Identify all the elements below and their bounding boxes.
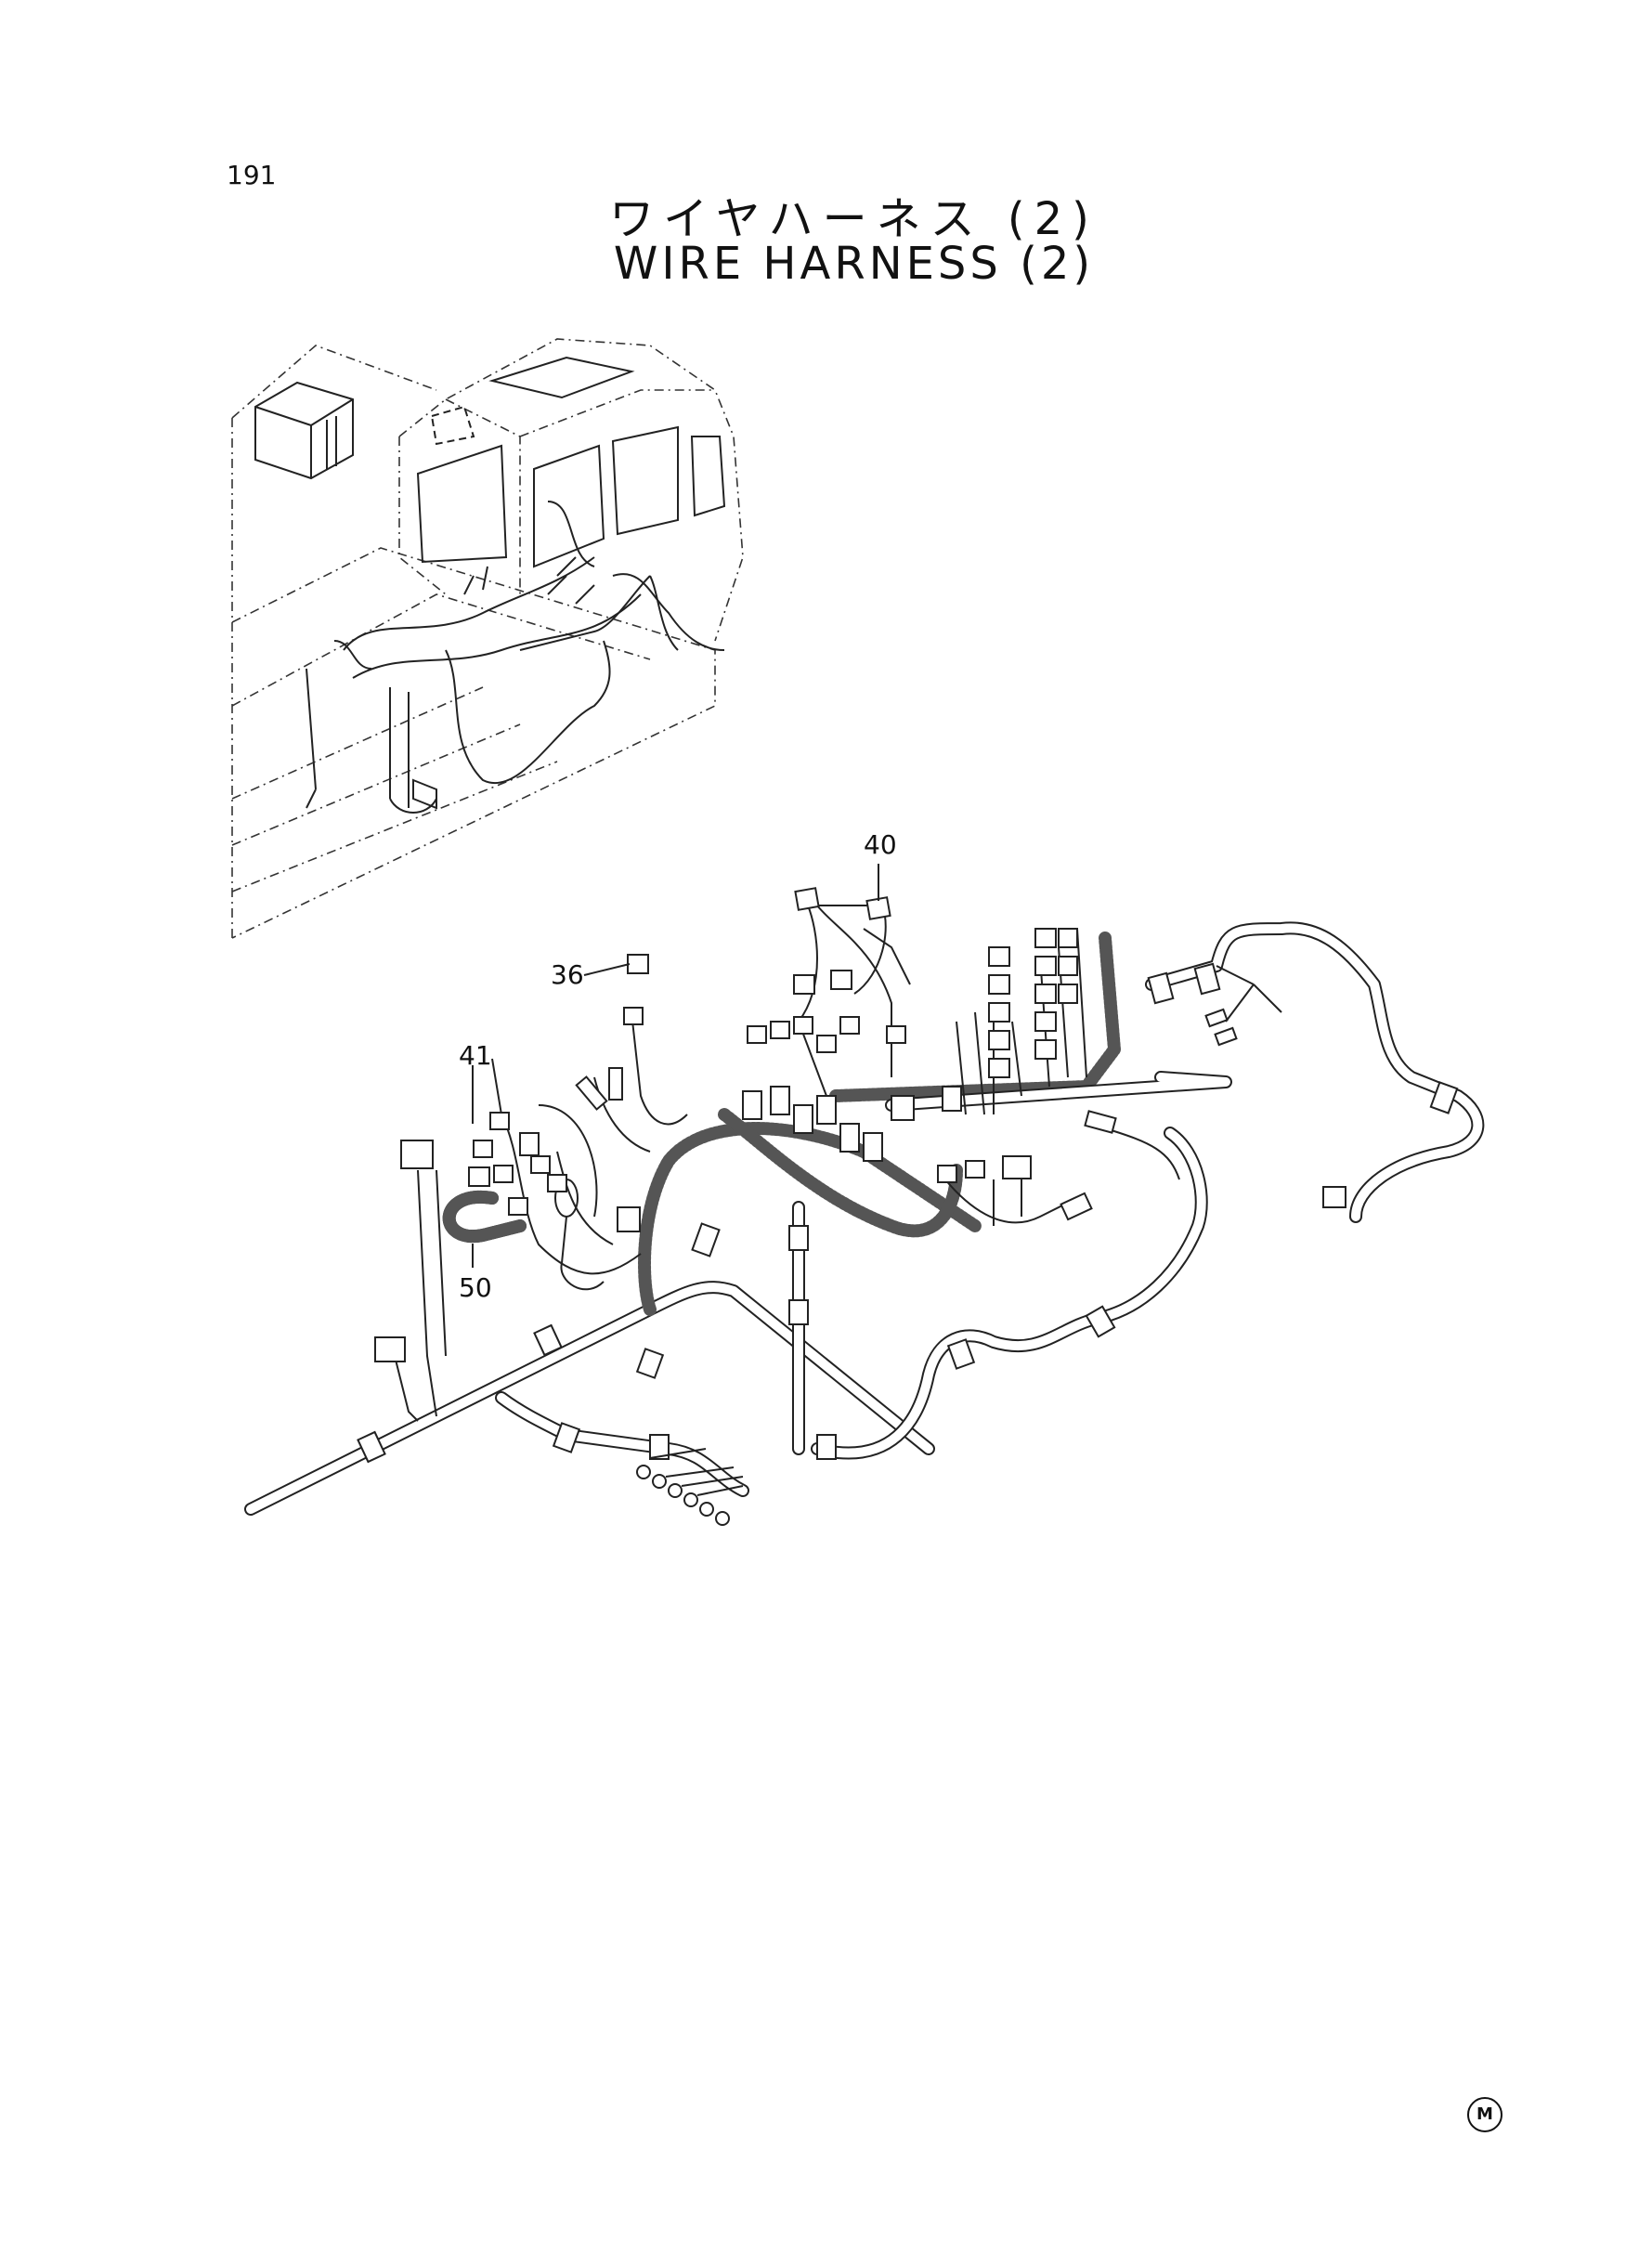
callout-36: 36 (551, 959, 584, 990)
ring-terminals (636, 1448, 744, 1526)
page-number: 191 (227, 160, 277, 190)
main-wire-harness (244, 905, 1485, 1516)
machine-outline (231, 338, 744, 939)
page-title-english: WIRE HARNESS (2) (613, 238, 1095, 290)
callout-50: 50 (459, 1272, 492, 1303)
circled-m-icon: M (1467, 2097, 1502, 2132)
connectors (374, 887, 1346, 1362)
callout-41: 41 (459, 1040, 492, 1071)
leader-lines (472, 864, 879, 1268)
clamps (357, 962, 1459, 1464)
page-title-japanese: ワイヤハーネス (2) (609, 193, 1099, 245)
callout-40: 40 (864, 829, 897, 860)
